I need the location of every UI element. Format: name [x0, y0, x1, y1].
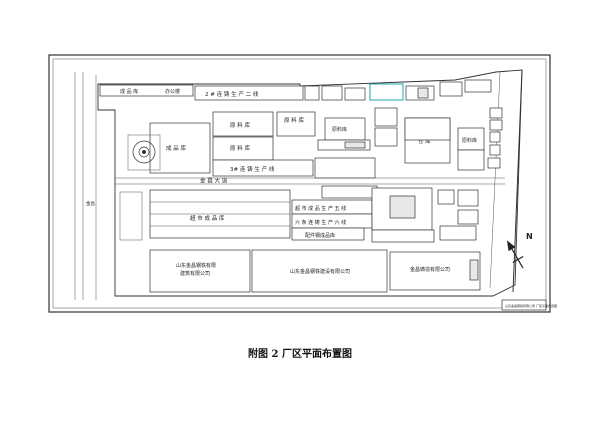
- drawing-inner-frame: [52, 58, 547, 309]
- far-right-block-1: [489, 107, 503, 119]
- warehouse-label: 仓 库: [418, 137, 431, 145]
- finished-store-top-label: 成 品 库: [120, 88, 138, 95]
- center-shed-inner: [344, 141, 366, 149]
- left-garden: [119, 191, 143, 241]
- company-right-label: 金昌铸造有限公司: [410, 266, 450, 273]
- center-shed: [317, 139, 371, 151]
- east-block-1: [437, 189, 455, 205]
- drawing-frame: [48, 54, 551, 313]
- zone-left: [149, 249, 251, 293]
- raw-store-4-label: 原料库: [332, 126, 347, 133]
- title-block-text: 山东金昌钢铁有限公司 厂区平面布置图: [505, 303, 557, 308]
- right-boundary-2: [512, 69, 523, 293]
- zone-right-gate: [469, 259, 479, 281]
- figure-caption: 附图 2 厂区平面布置图: [248, 349, 352, 360]
- raw-store-1-label: 原 料 库: [230, 121, 250, 129]
- top-small-block-3: [344, 87, 366, 101]
- title-block: [501, 299, 547, 311]
- pavilion-frame: [127, 134, 161, 171]
- roll-line-3-ext: [314, 157, 376, 179]
- right-block-a: [374, 107, 398, 127]
- finished-store-top: [99, 84, 194, 97]
- raw-store-3-label: 原 料 库: [284, 116, 304, 124]
- spare-store: [291, 227, 365, 241]
- far-right-block-4: [489, 144, 501, 156]
- top-striped-block: [417, 87, 429, 99]
- zone-center: [251, 249, 388, 293]
- top-small-block-5: [439, 81, 463, 97]
- office-building-label: 办公楼: [165, 88, 180, 95]
- east-block-3: [457, 209, 479, 225]
- finished-store-left-label: 成 品 库: [166, 144, 186, 152]
- top-small-block-6: [464, 79, 492, 93]
- top-small-block-1: [304, 85, 320, 101]
- east-block-2: [457, 189, 479, 207]
- raw-store-2-label: 原 料 库: [230, 144, 250, 152]
- line-top-ext: [321, 185, 378, 199]
- raw-store-1: [212, 111, 274, 137]
- company-center-label: 山东金昌钢铁建设有限公司: [290, 268, 350, 275]
- right-boundary-1: [489, 71, 501, 289]
- pavilion-inner: [138, 146, 150, 158]
- company-left-label-1: 山东金昌钢铁有限: [176, 262, 216, 269]
- pavilion-outer: [132, 140, 156, 164]
- roll-line-3: [212, 159, 314, 177]
- side-label-left: 金昌: [86, 200, 95, 207]
- line-6-label: 六 条 连 铸 生 产 六 线: [295, 219, 346, 226]
- top-small-block-2: [321, 85, 343, 101]
- east-block-4: [439, 225, 477, 241]
- warehouse-top: [404, 117, 451, 141]
- pavilion-core: [142, 150, 146, 154]
- right-lower-block: [371, 229, 435, 243]
- north-mark: N: [526, 232, 533, 241]
- right-block-b: [374, 127, 398, 147]
- roll-line-3-label: 3# 连 铸 生 产 线: [230, 165, 275, 173]
- line-5-label: 超 市 成 品 生 产 五 线: [295, 205, 346, 212]
- roll-line-2: [194, 85, 304, 101]
- right-store-2: [457, 149, 485, 171]
- spare-store-label: 配件钢成品库: [305, 232, 335, 239]
- right-prod-inner: [389, 195, 416, 219]
- finished-store-main-label: 超 市 成 品 库: [190, 214, 225, 222]
- main-road-label: 金 昌 大 道: [200, 177, 228, 185]
- raw-store-3: [276, 111, 316, 137]
- north-arrow-icon: [507, 240, 524, 269]
- cyan-zone: [369, 83, 404, 101]
- zone-right: [389, 251, 481, 291]
- raw-store-5-label: 原料库: [462, 137, 477, 144]
- roll-line-2-label: 2 # 连 铸 生 产 二 线: [205, 90, 259, 98]
- company-left-label-2: 建筑有限公司: [180, 270, 210, 277]
- far-right-block-3: [489, 131, 501, 143]
- far-right-block-5: [487, 157, 501, 169]
- far-right-block-2: [489, 119, 503, 131]
